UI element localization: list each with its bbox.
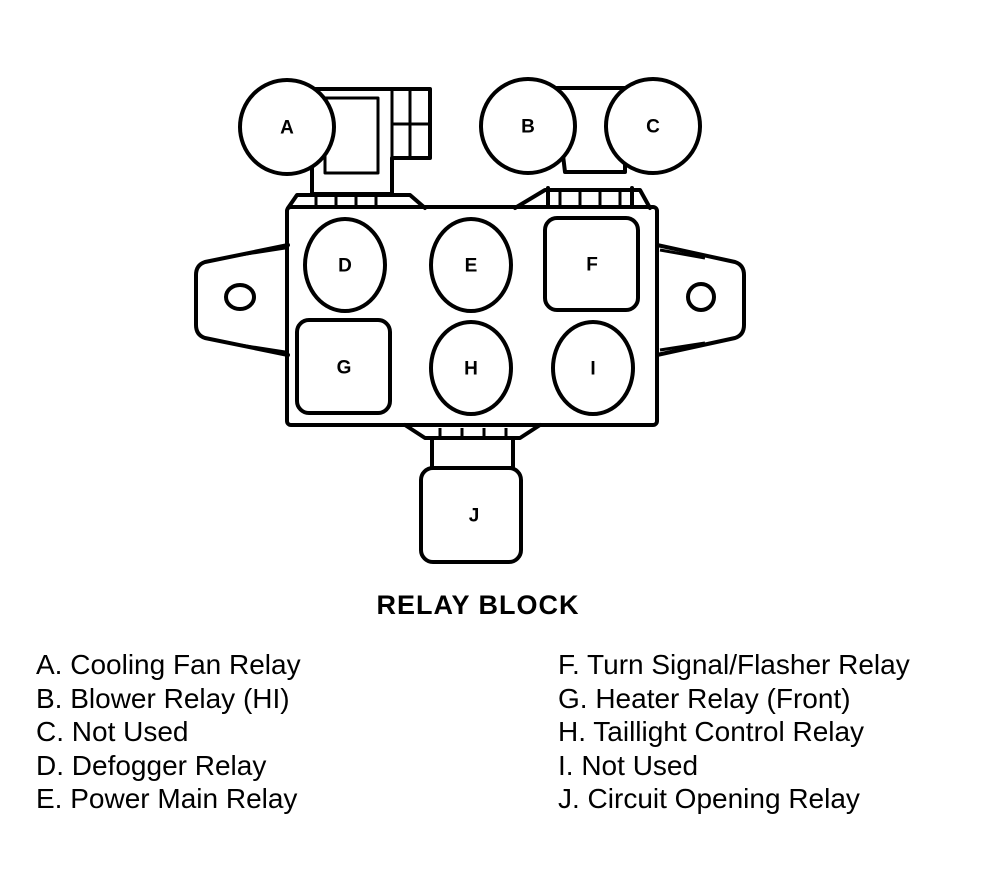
relay-C[interactable]: C xyxy=(604,77,702,175)
relay-label-H: H xyxy=(464,359,478,380)
legend-right-column: F. Turn Signal/Flasher Relay G. Heater R… xyxy=(558,648,910,816)
legend-item: E. Power Main Relay xyxy=(36,783,298,814)
relay-D[interactable]: D xyxy=(303,217,387,313)
relay-H[interactable]: H xyxy=(429,320,513,416)
relay-I[interactable]: I xyxy=(551,320,635,416)
legend-item: D. Defogger Relay xyxy=(36,749,267,781)
legend-item: G. Heater Relay (Front) xyxy=(558,682,851,714)
legend-left-column: A. Cooling Fan Relay B. Blower Relay (HI… xyxy=(36,648,301,816)
relay-B[interactable]: B xyxy=(479,77,577,175)
relay-A[interactable]: A xyxy=(238,78,336,176)
left-mounting-tab xyxy=(194,243,290,357)
relay-label-F: F xyxy=(586,255,598,276)
right-mounting-tab xyxy=(655,243,746,357)
relay-label-D: D xyxy=(338,256,352,277)
relay-label-A: A xyxy=(280,118,294,139)
mounting-hole-right xyxy=(686,282,716,312)
mounting-hole-left xyxy=(224,283,256,311)
bottom-connector xyxy=(403,423,542,470)
relay-label-E: E xyxy=(465,256,478,277)
legend-item: F. Turn Signal/Flasher Relay xyxy=(558,649,910,680)
legend-item: I. Not Used xyxy=(558,749,699,781)
legend-item: J. Circuit Opening Relay xyxy=(558,783,860,814)
relay-F[interactable]: F xyxy=(543,216,640,312)
relay-E[interactable]: E xyxy=(429,217,513,313)
relay-G[interactable]: G xyxy=(295,318,392,415)
relay-label-G: G xyxy=(337,358,352,379)
legend-item: H. Taillight Control Relay xyxy=(558,716,865,747)
legend-item: B. Blower Relay (HI) xyxy=(36,682,290,714)
relay-label-C: C xyxy=(646,117,660,138)
relay-block-diagram: A B C D E F G H I J xyxy=(194,77,746,564)
relay-label-J: J xyxy=(469,506,480,527)
relay-label-I: I xyxy=(590,359,595,380)
relay-J[interactable]: J xyxy=(419,466,523,564)
legend-item: A. Cooling Fan Relay xyxy=(36,649,301,680)
diagram-title: RELAY BLOCK xyxy=(376,590,580,620)
relay-block-body xyxy=(285,205,659,427)
relay-label-B: B xyxy=(521,117,535,138)
legend-item: C. Not Used xyxy=(36,716,189,747)
